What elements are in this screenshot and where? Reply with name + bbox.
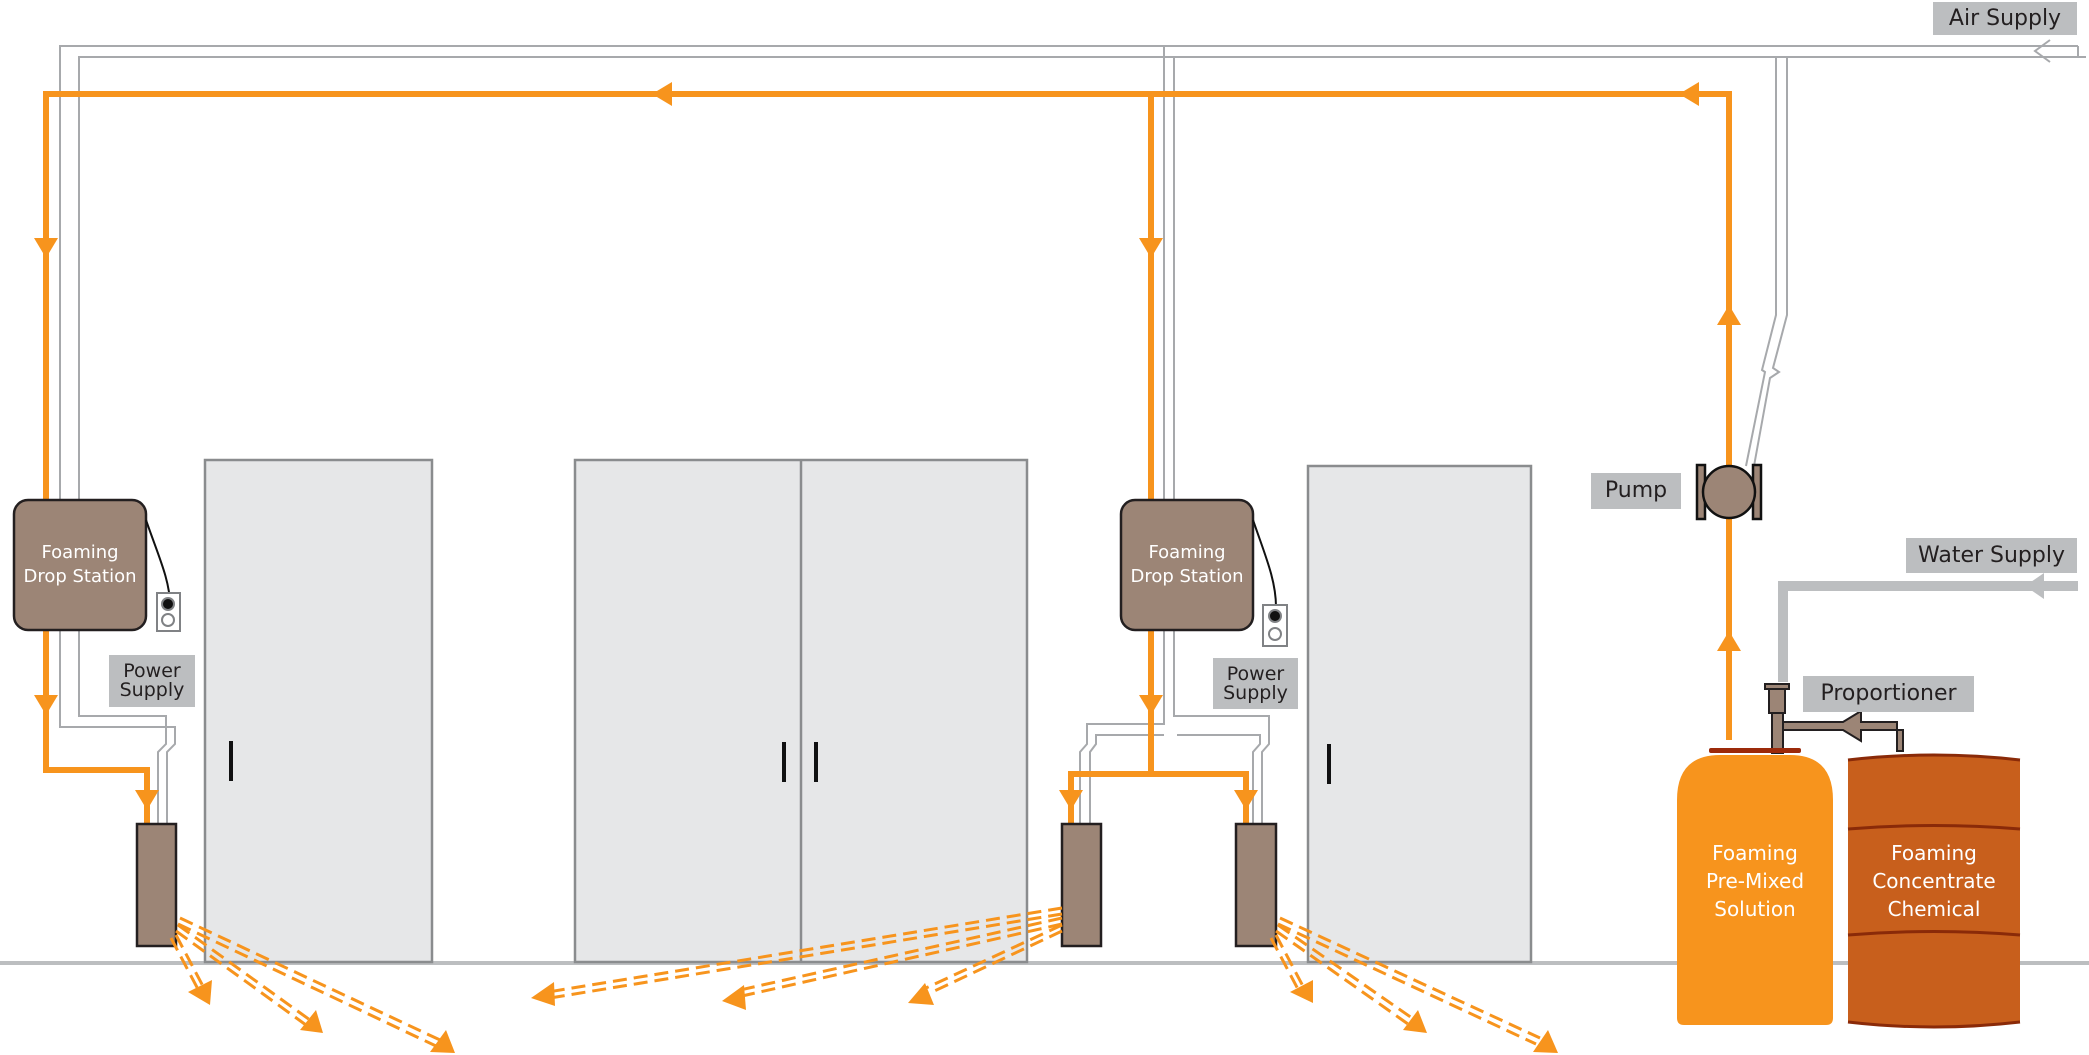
- foam-arrow-icon: [34, 695, 58, 715]
- foam-arrow-icon: [1717, 631, 1741, 651]
- drop-station-2: [1119, 498, 1288, 647]
- spray-arrows: [188, 980, 1558, 1053]
- drop-station-1-label: Foaming Drop Station: [14, 500, 146, 630]
- spray-arrow-icon: [531, 982, 555, 1006]
- concentrate-line3: Chemical: [1887, 897, 1981, 921]
- outlet-icon: [1262, 604, 1288, 647]
- spray-nozzle-1: [135, 822, 178, 948]
- drop-station-line1: Foaming: [1148, 542, 1226, 563]
- foam-arrow-icon: [652, 82, 672, 106]
- spray-arrow-icon: [430, 1030, 455, 1053]
- foam-arrow-icon: [34, 238, 58, 258]
- drop-station-line1: Foaming: [41, 542, 119, 563]
- premixed-line2: Pre-Mixed: [1705, 869, 1805, 893]
- water-supply-label: Water Supply: [1906, 538, 2077, 573]
- water-arrow-icon: [2025, 573, 2044, 599]
- foam-flow-arrows: [34, 82, 1741, 810]
- concentrate-drum: [1847, 753, 2021, 1029]
- door-single-right: [1306, 464, 1533, 964]
- spray-nozzle-3: [1234, 822, 1278, 948]
- door-double-center: [573, 458, 1029, 964]
- door-handle: [1327, 744, 1331, 784]
- concentrate-line2: Concentrate: [1872, 869, 1996, 893]
- foam-arrow-icon: [1139, 238, 1163, 258]
- spray-patterns: [169, 906, 1541, 1048]
- air-supply-label: Air Supply: [1933, 2, 2077, 35]
- drop-station-2-label: Foaming Drop Station: [1121, 500, 1253, 630]
- spray-nozzle-2: [1060, 822, 1103, 948]
- foam-arrow-icon: [1717, 305, 1741, 325]
- drop-station-line2: Drop Station: [23, 566, 137, 587]
- concentrate-line1: Foaming: [1891, 841, 1977, 865]
- premixed-tank: [1677, 748, 1833, 1025]
- power-supply-line2: Supply: [119, 679, 185, 701]
- foam-arrow-icon: [135, 790, 159, 810]
- spray-arrow-icon: [1533, 1030, 1558, 1053]
- door-handle-right: [814, 742, 818, 782]
- outlet-icon: [156, 592, 181, 632]
- door-single-left: [203, 458, 434, 964]
- premixed-line1: Foaming: [1712, 841, 1798, 865]
- premixed-tank-label: Foaming Pre-Mixed Solution: [1677, 826, 1833, 936]
- power-supply-line2: Supply: [1223, 681, 1288, 704]
- spray-arrow-icon: [300, 1010, 323, 1033]
- spray-arrow-icon: [908, 983, 934, 1005]
- foam-arrow-icon: [1234, 790, 1258, 810]
- power-supply-line1: Power: [1226, 662, 1285, 685]
- power-supply-label-1: Power Supply: [109, 655, 195, 707]
- pump-icon: [1695, 463, 1763, 521]
- power-supply-line1: Power: [123, 660, 181, 682]
- door-handle: [229, 741, 233, 781]
- spray-arrow-icon: [1403, 1010, 1427, 1033]
- power-supply-label-2: Power Supply: [1213, 658, 1298, 709]
- foam-arrow-icon: [1059, 790, 1083, 810]
- proportioner-label: Proportioner: [1803, 676, 1974, 712]
- drop-station-line2: Drop Station: [1130, 566, 1244, 587]
- foam-arrow-icon: [1679, 82, 1699, 106]
- drop-station-1: [12, 498, 181, 632]
- pump-label: Pump: [1591, 473, 1681, 509]
- spray-arrow-icon: [722, 985, 746, 1010]
- spray-arrow-icon: [188, 980, 212, 1005]
- spray-arrow-icon: [1290, 980, 1313, 1003]
- concentrate-drum-label: Foaming Concentrate Chemical: [1848, 826, 2020, 936]
- water-supply-line: [1778, 573, 2078, 682]
- premixed-line3: Solution: [1714, 897, 1796, 921]
- door-handle-left: [782, 742, 786, 782]
- foam-arrow-icon: [1139, 695, 1163, 715]
